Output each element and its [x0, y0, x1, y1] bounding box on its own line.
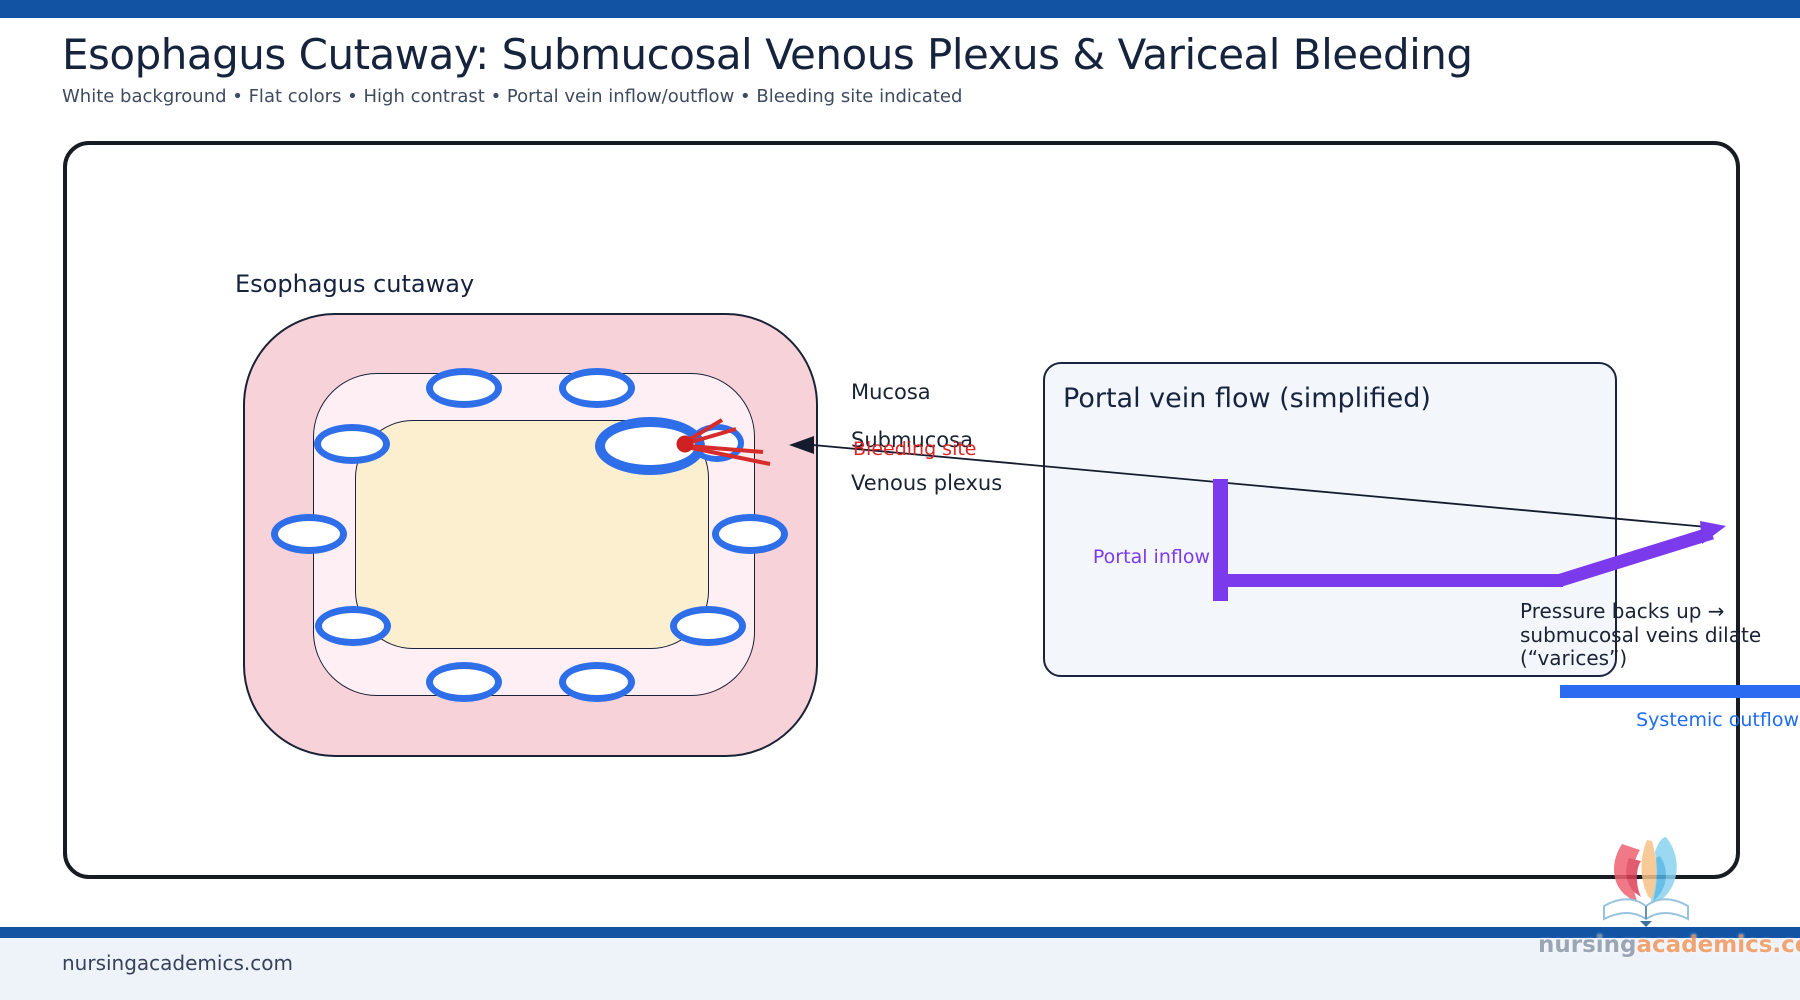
footer-site-text: nursingacademics.com: [62, 951, 293, 975]
submucosal-vein: [426, 662, 502, 702]
brand-logo-text-orange: academics.com: [1636, 932, 1800, 958]
label-systemic-outflow: Systemic outflow: [1636, 709, 1799, 731]
footer-divider-bar: [0, 927, 1800, 938]
top-accent-bar: [0, 0, 1800, 18]
label-submucosa: Submucosa: [851, 428, 973, 452]
submucosal-vein: [271, 514, 347, 554]
label-mucosa: Mucosa: [851, 380, 931, 404]
submucosal-vein: [559, 368, 635, 408]
page-title: Esophagus Cutaway: Submucosal Venous Ple…: [62, 30, 1473, 79]
page-subtitle: White background • Flat colors • High co…: [62, 86, 963, 107]
pressure-note: Pressure backs up → submucosal veins dil…: [1520, 599, 1762, 671]
label-venous-plexus: Venous plexus: [851, 471, 1003, 495]
label-bleeding-site: Bleeding site: [853, 438, 977, 460]
pressure-note-line2: submucosal veins dilate: [1520, 622, 1762, 647]
submucosal-vein: [314, 424, 390, 464]
submucosal-vein: [712, 514, 788, 554]
brand-logo: nursingacademics.com: [1538, 834, 1800, 962]
esophagus-section-label: Esophagus cutaway: [235, 270, 475, 298]
portal-panel-title: Portal vein flow (simplified): [1063, 383, 1431, 414]
submucosal-vein: [315, 606, 391, 646]
submucosal-vein: [670, 606, 746, 646]
brand-logo-text: nursingacademics.com: [1538, 932, 1800, 958]
footer-background: [0, 938, 1800, 1000]
pressure-note-line1: Pressure backs up →: [1520, 599, 1725, 623]
open-book-flame-icon: [1603, 837, 1689, 927]
dilated-varix-vein: [595, 417, 705, 475]
brand-logo-text-gray: nursing: [1538, 932, 1637, 958]
submucosal-vein: [426, 368, 502, 408]
pressure-note-line3: (“varices”): [1520, 646, 1628, 670]
submucosal-vein: [559, 662, 635, 702]
label-portal-inflow: Portal inflow: [1092, 546, 1210, 568]
